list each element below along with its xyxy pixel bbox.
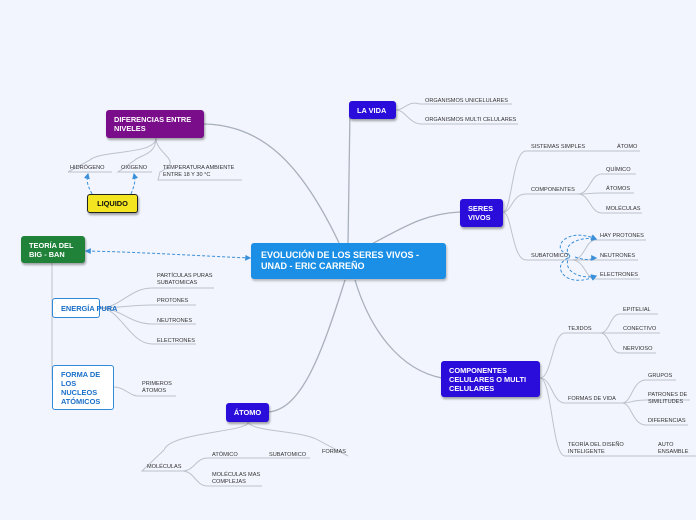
topic-seres-vivos[interactable]: SERES VIVOS: [460, 199, 503, 227]
topic-la-vida-label: LA VIDA: [357, 105, 387, 115]
label-grupos[interactable]: GRUPOS: [648, 373, 673, 379]
label-nervioso[interactable]: NERVIOSO: [623, 346, 653, 352]
label-temperatura[interactable]: TEMPERATURA AMBIENTE ENTRE 18 Y 30 °C: [163, 165, 235, 178]
topic-energia-pura[interactable]: ENERGÍA PURA: [52, 298, 117, 318]
topic-forma-nucleos[interactable]: FORMA DE LOS NUCLEOS ATÓMICOS: [52, 365, 114, 410]
topic-teoria-big-ban[interactable]: TEORÍA DEL BIG - BAN: [21, 236, 85, 263]
label-quimico[interactable]: QUÍMICO: [606, 167, 631, 173]
label-sistemas-simples[interactable]: SISTEMAS SIMPLES: [531, 144, 586, 150]
label-oxigeno[interactable]: OXIGENO: [121, 165, 148, 171]
topic-liquido-label: LIQUIDO: [97, 199, 128, 208]
label-subatomico[interactable]: SUBATOMICO: [531, 253, 569, 259]
link-componentes-celulares: [354, 279, 443, 379]
label-electrones-bigban[interactable]: ELECTRONES: [157, 338, 195, 344]
label-hay-protones[interactable]: HAY PROTONES: [600, 233, 644, 239]
label-auto-ensamble[interactable]: AUTO ENSAMBLE DE MOLÉCULAS S: [658, 442, 689, 456]
label-organismos-unicelulares[interactable]: ORGANISMOS UNICELULARES: [425, 98, 508, 104]
label-moleculas-complejas[interactable]: MOLÉCULAS MAS COMPLEJAS: [212, 472, 261, 485]
topic-liquido[interactable]: LIQUIDO: [87, 194, 138, 213]
topic-atomo[interactable]: ÁTOMO: [226, 403, 269, 422]
label-atomo-seres[interactable]: ÁTOMO: [617, 144, 638, 150]
label-moleculas-seres[interactable]: MOLÉCULAS: [606, 206, 641, 212]
label-electrones-seres[interactable]: ELECTRONES: [600, 272, 638, 278]
label-neutrones-bigban[interactable]: NEUTRONES: [157, 318, 193, 324]
topic-seres-vivos-label: SERES VIVOS: [468, 204, 494, 222]
label-formas[interactable]: FORMAS: [322, 449, 346, 455]
label-teoria-diseno[interactable]: TEORÍA DEL DISEÑO INTELIGENTE: [568, 442, 624, 455]
link-la-vida: [347, 109, 351, 246]
label-hidrogeno[interactable]: HIDRÓGENO: [70, 165, 105, 171]
topic-teoria-big-ban-label: TEORÍA DEL BIG - BAN: [29, 240, 74, 259]
label-tejidos[interactable]: TEJIDOS: [568, 326, 592, 332]
label-patrones-similitudes[interactable]: PATRONES DE SIMILITUDES: [648, 392, 688, 405]
topic-componentes-celulares-label: COMPONENTES CELULARES O MULTI CELULARES: [449, 365, 527, 393]
label-primeros-atomos[interactable]: PRIMEROS ÁTOMOS: [142, 381, 172, 394]
dashed-relations: [83, 172, 598, 281]
label-atomos[interactable]: ÁTOMOS: [606, 186, 631, 192]
label-formas-de-vida[interactable]: FORMAS DE VIDA: [568, 396, 616, 402]
topic-diferencias-niveles[interactable]: DIFERENCIAS ENTRE NIVELES: [106, 110, 204, 138]
label-neutrones-seres[interactable]: NEUTRONES: [600, 253, 636, 259]
central-topic-label: EVOLUCIÓN DE LOS SERES VIVOS - UNAD - ER…: [261, 250, 420, 271]
topic-componentes-celulares[interactable]: COMPONENTES CELULARES O MULTI CELULARES: [441, 361, 540, 397]
label-organismos-multicelulares[interactable]: ORGANISMOS MULTI CELULARES: [425, 117, 517, 123]
label-protones-bigban[interactable]: PROTONES: [157, 298, 189, 304]
topic-forma-nucleos-label: FORMA DE LOS NUCLEOS ATÓMICOS: [61, 369, 101, 406]
topic-atomo-label: ÁTOMO: [233, 408, 262, 417]
label-subatomico-atomo[interactable]: SUBATOMICO: [269, 452, 307, 458]
label-particulas-puras[interactable]: PARTÍCULAS PURAS SUBATOMICAS: [157, 273, 213, 286]
label-moleculas-atomo[interactable]: MOLÉCULAS: [147, 464, 182, 470]
topic-energia-pura-label: ENERGÍA PURA: [61, 303, 118, 313]
label-diferencias[interactable]: DIFERENCIAS: [648, 418, 686, 424]
topic-la-vida[interactable]: LA VIDA: [349, 101, 396, 119]
sub-branches: [51, 102, 696, 487]
topic-diferencias-label: DIFERENCIAS ENTRE NIVELES: [114, 115, 192, 133]
label-conectivo[interactable]: CONECTIVO: [623, 326, 657, 332]
label-epitelial[interactable]: EPITELIAL: [623, 307, 651, 313]
central-topic[interactable]: EVOLUCIÓN DE LOS SERES VIVOS - UNAD - ER…: [251, 243, 446, 279]
label-atomico[interactable]: ATÓMICO: [212, 452, 238, 458]
link-diferencias: [203, 123, 341, 246]
label-componentes[interactable]: COMPONENTES: [531, 187, 575, 193]
link-atomo: [267, 279, 346, 413]
